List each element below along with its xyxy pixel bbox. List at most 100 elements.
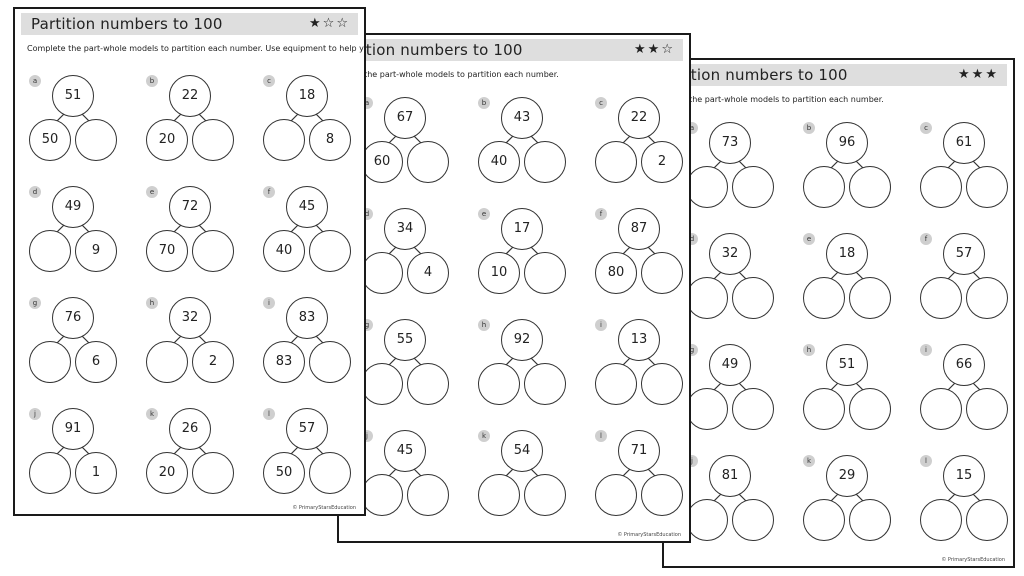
whole-circle: 51 xyxy=(52,75,94,117)
part-circle-right[interactable] xyxy=(849,166,891,208)
difficulty-stars-icon: ★☆☆ xyxy=(309,16,350,31)
part-circle-right[interactable] xyxy=(849,277,891,319)
part-circle-right[interactable] xyxy=(966,166,1008,208)
part-circle-left[interactable]: 80 xyxy=(595,252,637,294)
difficulty-stars-icon: ★★★ xyxy=(958,67,999,82)
part-circle-right[interactable] xyxy=(641,363,683,405)
part-circle-right[interactable] xyxy=(407,363,449,405)
part-circle-right[interactable] xyxy=(407,141,449,183)
whole-circle: 51 xyxy=(826,344,868,386)
part-circle-left[interactable] xyxy=(686,277,728,319)
part-circle-left[interactable] xyxy=(803,166,845,208)
question-letter: e xyxy=(803,233,815,245)
part-circle-right[interactable] xyxy=(309,341,351,383)
part-circle-left[interactable]: 60 xyxy=(361,141,403,183)
part-circle-left[interactable] xyxy=(595,141,637,183)
part-circle-right[interactable]: 8 xyxy=(309,119,351,161)
part-circle-left[interactable]: 83 xyxy=(263,341,305,383)
part-circle-right[interactable] xyxy=(966,388,1008,430)
whole-circle: 18 xyxy=(286,75,328,117)
part-circle-left[interactable]: 20 xyxy=(146,119,188,161)
part-circle-right[interactable] xyxy=(524,252,566,294)
question-letter: j xyxy=(29,408,41,420)
part-circle-right[interactable] xyxy=(309,452,351,494)
part-circle-left[interactable]: 50 xyxy=(263,452,305,494)
whole-circle: 15 xyxy=(943,455,985,497)
sheet-title: Partition numbers to 100 xyxy=(662,66,848,84)
part-circle-right[interactable] xyxy=(524,474,566,516)
part-circle-right[interactable] xyxy=(641,252,683,294)
part-circle-left[interactable]: 40 xyxy=(263,230,305,272)
part-circle-left[interactable]: 10 xyxy=(478,252,520,294)
part-circle-right[interactable] xyxy=(966,277,1008,319)
part-circle-right[interactable] xyxy=(732,499,774,541)
part-circle-left[interactable] xyxy=(920,277,962,319)
part-circle-left[interactable] xyxy=(595,363,637,405)
part-circle-left[interactable] xyxy=(29,341,71,383)
part-circle-right[interactable] xyxy=(407,474,449,516)
part-circle-left[interactable] xyxy=(263,119,305,161)
part-circle-left[interactable] xyxy=(361,252,403,294)
part-circle-right[interactable] xyxy=(849,388,891,430)
part-circle-left[interactable] xyxy=(29,452,71,494)
part-circle-left[interactable] xyxy=(803,388,845,430)
part-circle-left[interactable] xyxy=(478,474,520,516)
part-circle-right[interactable] xyxy=(192,230,234,272)
part-circle-left[interactable] xyxy=(478,363,520,405)
part-circle-right[interactable]: 2 xyxy=(192,341,234,383)
whole-circle: 57 xyxy=(286,408,328,450)
question-letter: a xyxy=(29,75,41,87)
part-circle-left[interactable] xyxy=(803,277,845,319)
part-circle-left[interactable] xyxy=(686,499,728,541)
part-circle-right[interactable]: 1 xyxy=(75,452,117,494)
part-circle-right[interactable]: 9 xyxy=(75,230,117,272)
part-circle-left[interactable] xyxy=(595,474,637,516)
part-circle-left[interactable]: 70 xyxy=(146,230,188,272)
part-circle-left[interactable]: 50 xyxy=(29,119,71,161)
part-circle-left[interactable]: 20 xyxy=(146,452,188,494)
part-circle-right[interactable] xyxy=(524,363,566,405)
part-circle-right[interactable]: 6 xyxy=(75,341,117,383)
part-circle-left[interactable]: 40 xyxy=(478,141,520,183)
part-circle-right[interactable] xyxy=(732,388,774,430)
part-circle-right[interactable] xyxy=(641,474,683,516)
part-circle-right[interactable] xyxy=(524,141,566,183)
part-circle-right[interactable] xyxy=(192,119,234,161)
part-circle-right[interactable] xyxy=(732,166,774,208)
part-circle-left[interactable] xyxy=(29,230,71,272)
sheet-header: Partition numbers to 100 ★★★ xyxy=(664,64,1007,86)
whole-circle: 45 xyxy=(384,430,426,472)
sheet-instructions: Complete the part-whole models to partit… xyxy=(337,70,559,79)
part-circle-right[interactable] xyxy=(75,119,117,161)
part-circle-right[interactable] xyxy=(732,277,774,319)
part-circle-left[interactable] xyxy=(361,363,403,405)
part-circle-left[interactable] xyxy=(803,499,845,541)
part-circle-right[interactable] xyxy=(966,499,1008,541)
part-circle-left[interactable] xyxy=(920,499,962,541)
part-circle-left[interactable] xyxy=(920,388,962,430)
part-circle-right[interactable]: 2 xyxy=(641,141,683,183)
part-circle-left[interactable] xyxy=(686,388,728,430)
whole-circle: 87 xyxy=(618,208,660,250)
whole-circle: 83 xyxy=(286,297,328,339)
part-circle-right[interactable] xyxy=(849,499,891,541)
whole-circle: 81 xyxy=(709,455,751,497)
part-circle-right[interactable]: 4 xyxy=(407,252,449,294)
part-circle-right[interactable] xyxy=(309,230,351,272)
question-letter: k xyxy=(803,455,815,467)
part-circle-right[interactable] xyxy=(192,452,234,494)
part-circle-left[interactable] xyxy=(920,166,962,208)
part-circle-left[interactable] xyxy=(361,474,403,516)
part-circle-left[interactable] xyxy=(686,166,728,208)
part-circle-left[interactable] xyxy=(146,341,188,383)
